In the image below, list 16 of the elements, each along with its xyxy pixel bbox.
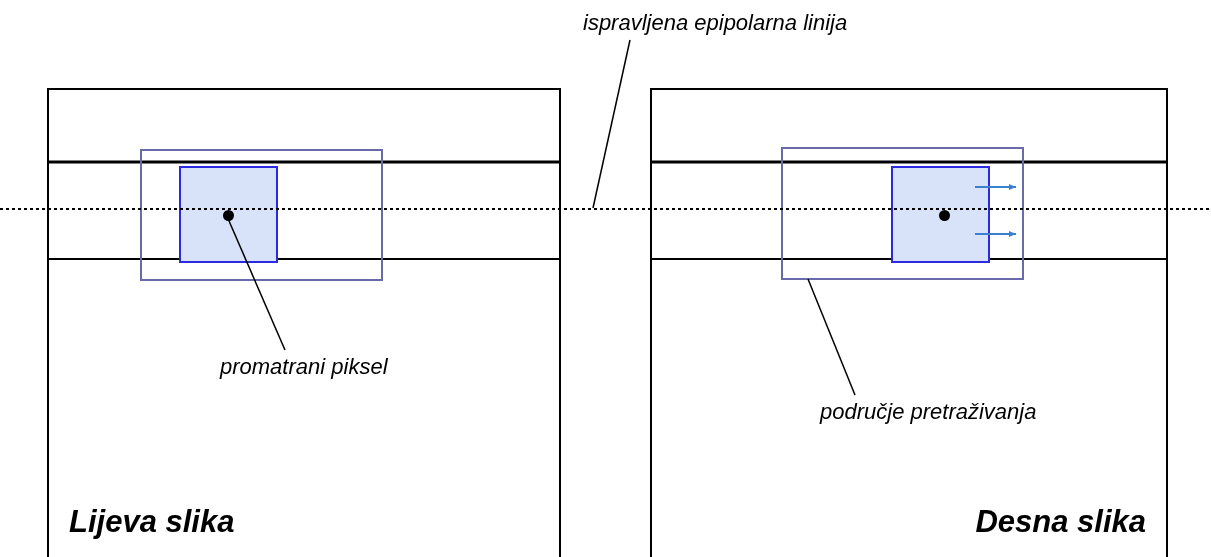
image-title: Desna slika xyxy=(975,504,1146,540)
epipolar-line xyxy=(0,208,1211,210)
search-region xyxy=(781,147,1024,280)
leader-line xyxy=(807,278,856,396)
image-frame xyxy=(650,88,1168,557)
pixel-window xyxy=(891,166,990,263)
callout-text: ispravljena epipolarna linija xyxy=(583,10,958,38)
callout-text: promatrani piksel xyxy=(220,354,460,382)
pixel-dot xyxy=(939,210,950,221)
search-region xyxy=(140,149,383,281)
leader-line xyxy=(592,39,631,209)
pixel-dot xyxy=(223,210,234,221)
pixel-window xyxy=(179,166,278,263)
callout-text: područje pretraživanja xyxy=(820,399,1095,427)
image-title: Lijeva slika xyxy=(69,504,235,540)
image-frame xyxy=(47,88,561,557)
